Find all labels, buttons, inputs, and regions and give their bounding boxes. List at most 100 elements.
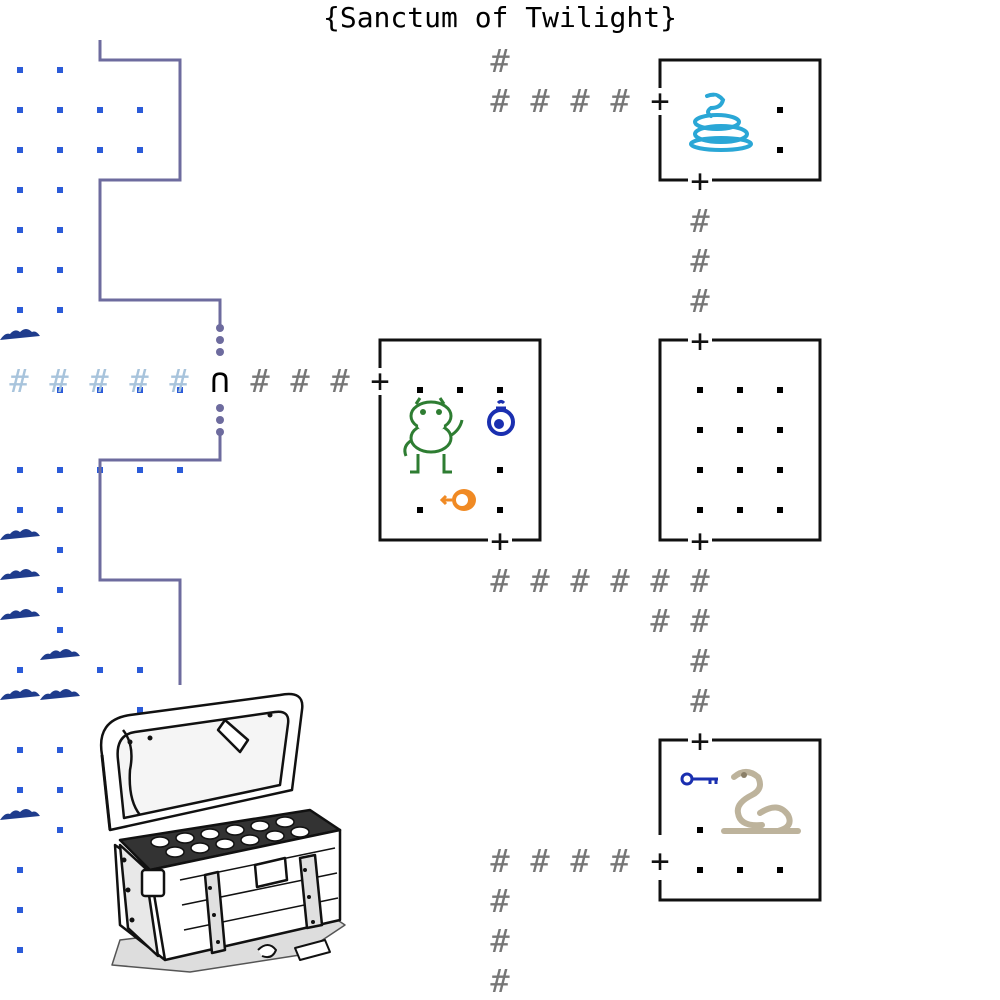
- floor-tile: [737, 867, 743, 873]
- meat[interactable]: [439, 489, 476, 511]
- water-tile: [17, 867, 23, 873]
- water-tile: [137, 147, 143, 153]
- treasure-chest[interactable]: [99, 692, 346, 973]
- door: +: [690, 522, 709, 560]
- water-tile: [17, 747, 23, 753]
- lit-corridor: # # # # #: [9, 362, 189, 400]
- water-wave: [0, 529, 40, 540]
- corridor-tile: #: [490, 882, 510, 920]
- water-tile: [57, 627, 63, 633]
- floor-tile: [497, 387, 503, 393]
- frog-monster[interactable]: [403, 397, 464, 474]
- corridor-tile: #: [690, 642, 710, 680]
- corridor-tile: #: [250, 362, 270, 400]
- floor-tile: [777, 107, 783, 113]
- floor-tile: [417, 507, 423, 513]
- room-center-wall: [378, 338, 542, 542]
- corridor-tile: #: [610, 82, 630, 120]
- water-tile: [17, 467, 23, 473]
- water-tile: [17, 67, 23, 73]
- floor-tile: [737, 427, 743, 433]
- floor-tile: [497, 467, 503, 473]
- water-tile: [137, 387, 143, 393]
- corridor-tile: #: [690, 202, 710, 240]
- door: +: [690, 162, 709, 200]
- water-tile: [57, 307, 63, 313]
- water-tile: [137, 107, 143, 113]
- room-floors: [417, 107, 783, 873]
- water-tile: [137, 707, 143, 713]
- door: +: [370, 362, 389, 400]
- corridor-tile: #: [610, 562, 630, 600]
- snake-monster[interactable]: [689, 92, 753, 152]
- corridor-tile: #: [650, 562, 670, 600]
- floor-tile: [777, 387, 783, 393]
- water-tile: [57, 187, 63, 193]
- water-tile: [17, 227, 23, 233]
- water-tile: [177, 467, 183, 473]
- room-northeast-wall: [658, 58, 822, 182]
- water-tile: [17, 787, 23, 793]
- svg-text:#: #: [89, 362, 109, 400]
- corridor-tile: #: [570, 562, 590, 600]
- water-tile: [57, 147, 63, 153]
- floor-tile: [497, 507, 503, 513]
- corridor-tile: #: [530, 82, 550, 120]
- floor-tile: [697, 507, 703, 513]
- corridor-tile: #: [490, 922, 510, 960]
- water-tile: [17, 267, 23, 273]
- floor-tile: [777, 467, 783, 473]
- water-tile: [57, 467, 63, 473]
- doors: ++++++++: [370, 82, 709, 880]
- water-wave: [0, 329, 40, 340]
- floor-tile: [737, 387, 743, 393]
- water-tile: [137, 467, 143, 473]
- chain-link: [216, 416, 224, 424]
- rooms: [378, 58, 822, 902]
- floor-tile: [777, 507, 783, 513]
- svg-text:#: #: [49, 362, 69, 400]
- floor-tile: [417, 387, 423, 393]
- floor-tile: [697, 867, 703, 873]
- water-tile: [17, 107, 23, 113]
- svg-text:#: #: [169, 362, 189, 400]
- svg-text:#: #: [9, 362, 29, 400]
- water-tile: [97, 667, 103, 673]
- floor-tile: [737, 467, 743, 473]
- water-wave: [0, 569, 40, 580]
- river-bank: [98, 40, 222, 685]
- water-tile: [17, 947, 23, 953]
- corridor-tile: #: [690, 242, 710, 280]
- chain-link: [216, 336, 224, 344]
- water-wave: [40, 689, 80, 700]
- room-east-wall: [658, 338, 822, 542]
- corridor-tile: #: [490, 82, 510, 120]
- corridor-tile: #: [290, 362, 310, 400]
- water-tile: [17, 187, 23, 193]
- floor-tile: [697, 827, 703, 833]
- water-wave: [0, 689, 40, 700]
- archway[interactable]: ∩: [210, 361, 230, 401]
- water-tile: [57, 507, 63, 513]
- water-tile: [97, 387, 103, 393]
- corridor-tile: #: [690, 682, 710, 720]
- water-tile: [17, 907, 23, 913]
- chain-link: [216, 324, 224, 332]
- corridor-tile: #: [650, 602, 670, 640]
- water-tile: [17, 147, 23, 153]
- water-tile: [57, 787, 63, 793]
- floor-tile: [737, 507, 743, 513]
- ghost-snake-monster[interactable]: [721, 769, 801, 834]
- corridor-tile: #: [330, 362, 350, 400]
- floor-tile: [777, 427, 783, 433]
- water-tile: [57, 107, 63, 113]
- floor-tile: [777, 867, 783, 873]
- door: +: [690, 722, 709, 760]
- key[interactable]: [680, 772, 718, 786]
- water-tile: [97, 147, 103, 153]
- corridor-tile: #: [490, 42, 510, 80]
- portcullis-chain: [216, 324, 224, 436]
- potion[interactable]: [487, 400, 515, 436]
